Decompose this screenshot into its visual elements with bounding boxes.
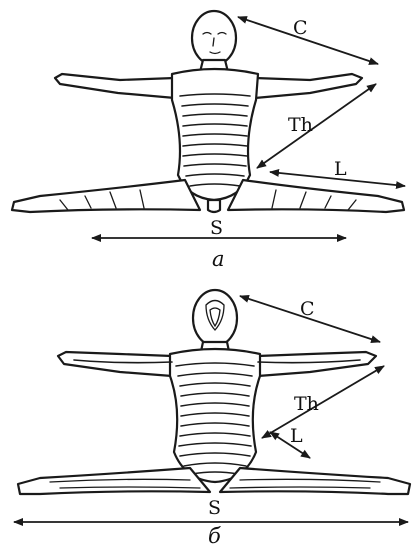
panel-a: C Th L S a bbox=[12, 11, 405, 271]
caption-a: a bbox=[212, 247, 225, 271]
left-arm bbox=[55, 74, 175, 98]
left-leg bbox=[12, 180, 200, 212]
label-c-a: C bbox=[293, 17, 308, 39]
right-leg bbox=[228, 180, 404, 212]
panel-b: C Th L S б bbox=[14, 290, 410, 548]
arrow-th-b bbox=[262, 366, 384, 438]
label-s-b: S bbox=[208, 497, 221, 519]
caption-b: б bbox=[208, 524, 221, 548]
left-leg-back bbox=[18, 468, 210, 494]
back-figure bbox=[18, 290, 410, 494]
right-leg-back bbox=[220, 468, 410, 494]
right-arm-back bbox=[258, 352, 376, 376]
label-l-a: L bbox=[334, 158, 347, 180]
label-th-b: Th bbox=[294, 393, 319, 415]
head-back bbox=[193, 290, 237, 346]
label-s-a: S bbox=[210, 217, 223, 239]
label-c-b: C bbox=[300, 298, 315, 320]
arrow-c-a bbox=[238, 17, 378, 64]
front-figure bbox=[12, 11, 404, 212]
label-l-b: L bbox=[290, 425, 303, 447]
label-th-a: Th bbox=[288, 114, 313, 136]
left-arm-back bbox=[58, 352, 172, 376]
right-arm bbox=[255, 74, 362, 98]
